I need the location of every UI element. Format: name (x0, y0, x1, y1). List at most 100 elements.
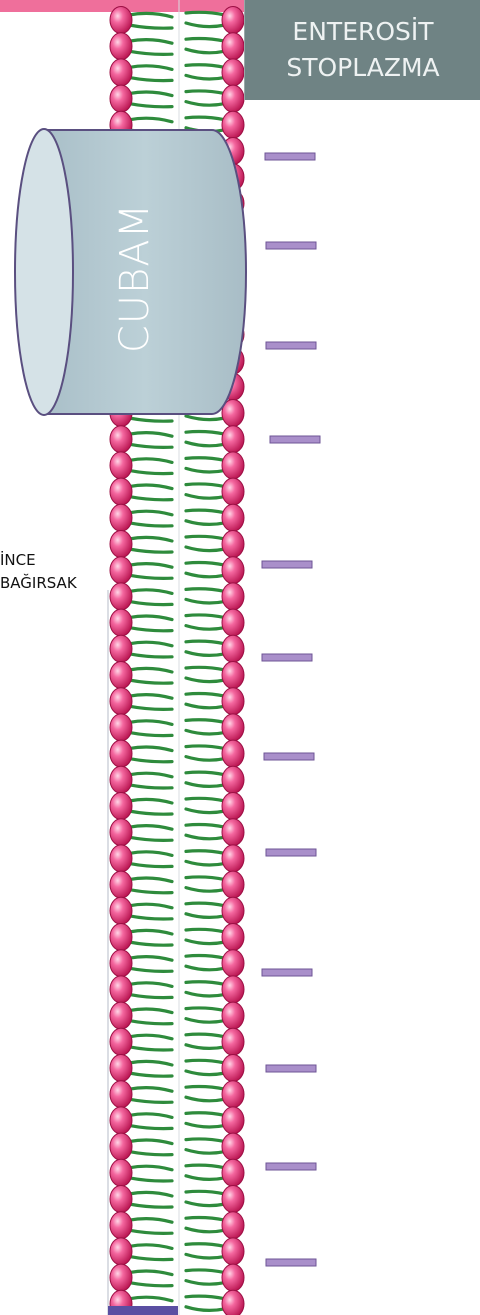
phospholipid-head (110, 662, 132, 689)
phospholipid-head (222, 1238, 244, 1265)
fatty-acid-tail (129, 1297, 172, 1301)
phospholipid-head (110, 452, 132, 479)
fatty-acid-tail (129, 1219, 172, 1223)
fatty-acid-tail (129, 1073, 172, 1076)
minus-icon (264, 753, 314, 760)
fatty-acid-tail (129, 590, 172, 594)
fatty-acid-tail (129, 1230, 172, 1233)
fatty-acid-tail (186, 615, 225, 618)
fatty-acid-tail (186, 667, 225, 670)
phospholipid-head (110, 609, 132, 636)
cytoplasm-label-box: ENTEROSİT STOPLAZMA (244, 0, 480, 100)
fatty-acid-tail (186, 678, 225, 682)
fatty-acid-tail (129, 930, 172, 934)
fatty-acid-tail (186, 468, 225, 472)
fatty-acid-tail (186, 12, 225, 15)
phospholipid-head (222, 478, 244, 505)
phospholipid-head (222, 583, 244, 610)
fatty-acid-tail (186, 75, 225, 79)
fatty-acid-tail (129, 1204, 172, 1207)
fatty-acid-tail (129, 890, 172, 893)
phospholipid-head (222, 1107, 244, 1134)
phospholipid-head (110, 897, 132, 924)
phospholipid-head (110, 688, 132, 715)
phospholipid-head (222, 819, 244, 846)
phospholipid-head (222, 924, 244, 951)
fatty-acid-tail (129, 104, 172, 107)
fatty-acid-tail (186, 966, 225, 970)
fatty-acid-tail (186, 589, 225, 592)
fatty-acid-tail (186, 1218, 225, 1221)
cytoplasm-label-line2: STOPLAZMA (245, 50, 480, 86)
fatty-acid-tail (186, 102, 225, 106)
intestine-label-line2: BAĞIRSAK (0, 572, 77, 595)
fatty-acid-tail (186, 1097, 225, 1101)
fatty-acid-tail (129, 13, 172, 17)
fatty-acid-tail (129, 983, 172, 987)
fatty-acid-tail (129, 433, 172, 437)
fatty-acid-tail (186, 495, 225, 499)
fatty-acid-tail (129, 878, 172, 882)
fatty-acid-tail (186, 1244, 225, 1247)
fatty-acid-tail (186, 1296, 225, 1299)
fatty-acid-tail (129, 616, 172, 620)
fatty-acid-tail (129, 92, 172, 96)
fatty-acid-tail (129, 523, 172, 526)
fatty-acid-tail (186, 49, 225, 53)
phospholipid-head (110, 1212, 132, 1239)
fatty-acid-tail (129, 1009, 172, 1013)
phospholipid-head (222, 59, 244, 86)
fatty-acid-tail (186, 704, 225, 708)
phospholipid-head (110, 531, 132, 558)
phospholipid-head (222, 33, 244, 60)
phospholipid-head (222, 1212, 244, 1239)
phospholipid-head (110, 950, 132, 977)
fatty-acid-tail (129, 485, 172, 489)
fatty-acid-tail (186, 641, 225, 644)
phospholipid-head (110, 740, 132, 767)
phospholipid-head (110, 1159, 132, 1186)
fatty-acid-tail (186, 1087, 225, 1090)
fatty-acid-tail (129, 1035, 172, 1039)
minus-icon (266, 342, 316, 349)
fatty-acid-tail (129, 695, 172, 699)
fatty-acid-tail (186, 1071, 225, 1075)
phospholipid-head (222, 1002, 244, 1029)
fatty-acid-tail (186, 442, 225, 446)
phospholipid-head (222, 1055, 244, 1082)
cytoplasm-label-line1: ENTEROSİT (245, 14, 480, 50)
phospholipid-head (110, 1081, 132, 1108)
fatty-acid-tail (129, 721, 172, 725)
fatty-acid-tail (186, 1165, 225, 1168)
phospholipid-head (222, 7, 244, 34)
fatty-acid-tail (186, 1307, 225, 1311)
phospholipid-head (222, 976, 244, 1003)
fatty-acid-tail (186, 877, 225, 880)
minus-icon (262, 654, 312, 661)
fatty-acid-tail (186, 746, 225, 749)
fatty-acid-tail (129, 916, 172, 919)
phospholipid-head (110, 583, 132, 610)
phospholipid-head (222, 766, 244, 793)
fatty-acid-tail (186, 510, 225, 513)
fatty-acid-tail (186, 432, 225, 435)
fatty-acid-tail (129, 1021, 172, 1024)
fatty-acid-tail (129, 773, 172, 777)
fatty-acid-tail (129, 628, 172, 631)
fatty-acid-tail (129, 811, 172, 814)
fatty-acid-tail (186, 835, 225, 839)
fatty-acid-tail (129, 1283, 172, 1286)
phospholipid-head (110, 1028, 132, 1055)
phospholipid-head (222, 662, 244, 689)
phospholipid-head (222, 871, 244, 898)
fatty-acid-tail (129, 40, 172, 44)
phospholipid-head (110, 1055, 132, 1082)
phospholipid-head (222, 845, 244, 872)
minus-icon (270, 436, 320, 443)
fatty-acid-tail (129, 680, 172, 683)
fatty-acid-tail (129, 459, 172, 463)
fatty-acid-tail (129, 470, 172, 473)
fatty-acid-tail (129, 1192, 172, 1196)
fatty-acid-tail (129, 759, 172, 762)
phospholipid-head (110, 976, 132, 1003)
